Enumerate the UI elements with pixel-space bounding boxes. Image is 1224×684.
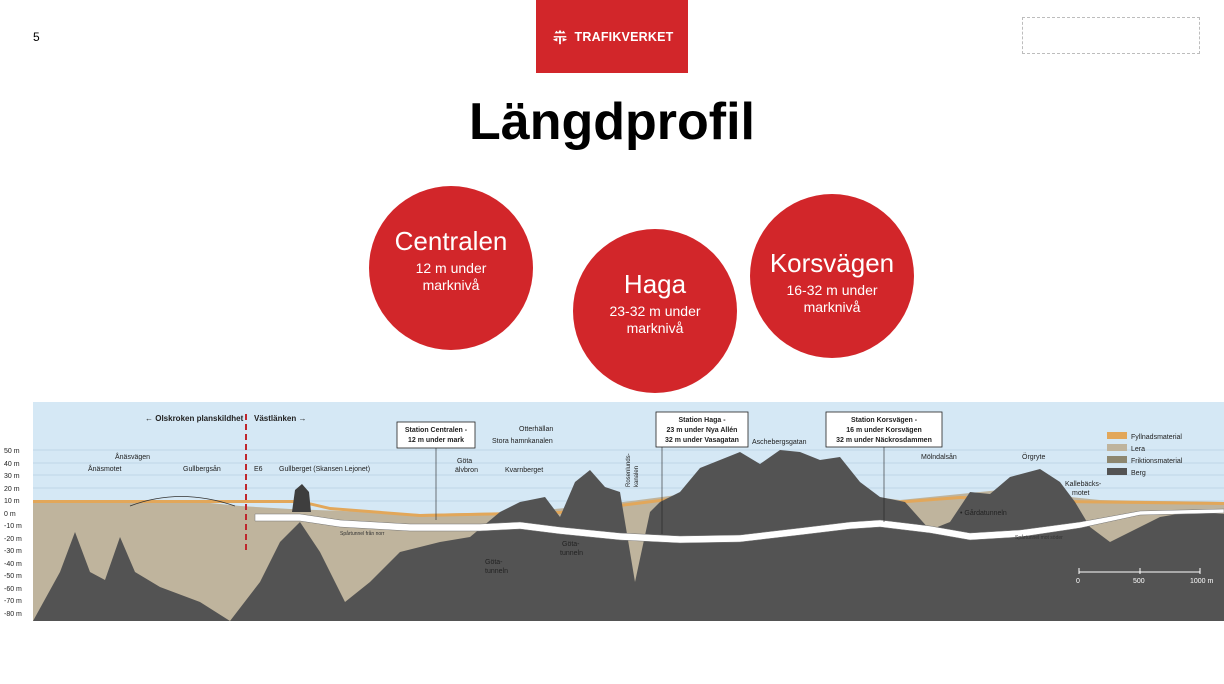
- scale-label: 0: [1076, 578, 1080, 585]
- station-depth: 16-32 m under marknivå: [786, 282, 878, 315]
- place-gota-alvbron: Göta: [457, 458, 472, 465]
- axis-tick: 30 m: [4, 473, 20, 480]
- place-rosenlundskanalen: Rosenlunds- kanalen: [626, 452, 640, 487]
- legend-label: Lera: [1131, 446, 1145, 453]
- rosenlunds-line-2: kanalen: [634, 466, 640, 487]
- image-placeholder: [1022, 17, 1200, 54]
- legend-label: Berg: [1131, 470, 1146, 477]
- legend-swatch-rock: [1107, 468, 1127, 475]
- callout-line: 16 m under Korsvägen: [846, 427, 921, 434]
- label-spartunnel-norr: Spårtunnel från norr: [340, 530, 385, 537]
- fill-layer: [33, 494, 1224, 517]
- place-gullberget: Gullberget (Skansen Lejonet): [279, 466, 370, 473]
- axis-tick: -70 m: [4, 598, 22, 605]
- legend-label: Fyllnadsmaterial: [1131, 434, 1182, 441]
- page-title: Längdprofil: [469, 93, 755, 151]
- callout-line: Station Haga -: [678, 417, 726, 424]
- place-aschebergsgatan: Aschebergsgatan: [752, 439, 807, 446]
- callout-korsvagen: Station Korsvägen - 16 m under Korsvägen…: [825, 411, 943, 522]
- station-circle-haga: Haga 23-32 m under marknivå: [573, 229, 737, 393]
- place-gota-alvbron: älvbron: [455, 467, 478, 474]
- callout-line: 32 m under Vasagatan: [665, 437, 739, 444]
- place-anasmotet: Ånäsmotet: [88, 464, 122, 473]
- place-kallebacks: motet: [1072, 490, 1090, 497]
- axis-tick: -50 m: [4, 573, 22, 580]
- trafikverket-logo: TRAFIKVERKET: [536, 0, 688, 73]
- place-molndalsan: Mölndalsån: [921, 453, 957, 461]
- rock-layer: [33, 450, 1224, 621]
- label-spartunnel-soder: Spårtunnel mot söder: [1015, 534, 1063, 541]
- axis-tick: 50 m: [4, 448, 20, 455]
- callout-line: 12 m under mark: [408, 437, 464, 444]
- axis-tick: -30 m: [4, 548, 22, 555]
- header-right-label: Västlänken →: [254, 414, 306, 423]
- callout-haga: Station Haga - 23 m under Nya Allén 32 m…: [655, 411, 749, 534]
- axis-tick: -10 m: [4, 523, 22, 530]
- callout-centralen: Station Centralen - 12 m under mark: [396, 421, 476, 520]
- callout-line: 32 m under Näckrosdammen: [836, 437, 932, 444]
- place-gotatunneln: tunneln: [485, 568, 508, 575]
- tunnel: [254, 508, 1224, 544]
- axis-tick: 20 m: [4, 486, 20, 493]
- place-otterhallan: Otterhällan: [519, 426, 553, 433]
- place-e6: E6: [254, 466, 263, 473]
- station-name: Haga: [623, 269, 687, 299]
- legend-swatch-fill: [1107, 432, 1127, 439]
- place-gotatunneln: Göta-: [562, 541, 580, 548]
- scale-label: 1000 m: [1190, 578, 1214, 585]
- scale-label: 500: [1133, 578, 1145, 585]
- place-stora-hamnkanalen: Stora hamnkanalen: [492, 438, 553, 445]
- station-depth: 23-32 m under marknivå: [609, 303, 701, 336]
- station-circle-centralen: Centralen 12 m under marknivå: [369, 186, 533, 350]
- place-orgryte: Örgryte: [1022, 453, 1045, 461]
- callout-line: Station Centralen -: [405, 427, 468, 434]
- axis-tick: -60 m: [4, 586, 22, 593]
- axis-tick: 10 m: [4, 498, 20, 505]
- place-gotatunneln: Göta-: [485, 559, 503, 566]
- place-anasvagen: Ånäsvägen: [115, 452, 150, 461]
- callout-line: Station Korsvägen -: [851, 417, 918, 424]
- station-circle-korsvagen: Korsvägen 16-32 m under marknivå: [750, 194, 914, 358]
- scale-bar: 0 500 1000 m: [1076, 568, 1214, 585]
- legend-swatch-friction: [1107, 456, 1127, 463]
- axis-tick: 0 m: [4, 511, 16, 518]
- legend-swatch-clay: [1107, 444, 1127, 451]
- station-depth: 12 m under marknivå: [415, 260, 487, 293]
- axis-tick: -20 m: [4, 536, 22, 543]
- logo-text: TRAFIKVERKET: [574, 29, 674, 44]
- rosenlunds-line-1: Rosenlunds-: [626, 453, 632, 487]
- axis-tick: 40 m: [4, 461, 20, 468]
- header-left-label: ← Olskroken planskildhet: [145, 414, 244, 423]
- place-gotatunneln: tunneln: [560, 550, 583, 557]
- legend: Fyllnadsmaterial Lera Friktionsmaterial …: [1107, 432, 1183, 477]
- place-kvarnberget: Kvarnberget: [505, 467, 543, 474]
- slide-number: 5: [33, 30, 40, 44]
- crown-arrows-icon: [552, 29, 567, 44]
- place-gardatunneln: • Gårdatunneln: [960, 509, 1007, 517]
- place-kallebacks: Kallebäcks-: [1065, 481, 1102, 488]
- station-name: Centralen: [394, 226, 508, 256]
- axis-tick: -40 m: [4, 561, 22, 568]
- place-gullbergsan: Gullbergsån: [183, 465, 221, 473]
- longitudinal-profile: ← Olskroken planskildhet Västlänken → 50…: [0, 402, 1224, 624]
- callout-line: 23 m under Nya Allén: [667, 427, 738, 434]
- station-name: Korsvägen: [769, 248, 895, 278]
- axis-tick: -80 m: [4, 611, 22, 618]
- legend-label: Friktionsmaterial: [1131, 458, 1183, 465]
